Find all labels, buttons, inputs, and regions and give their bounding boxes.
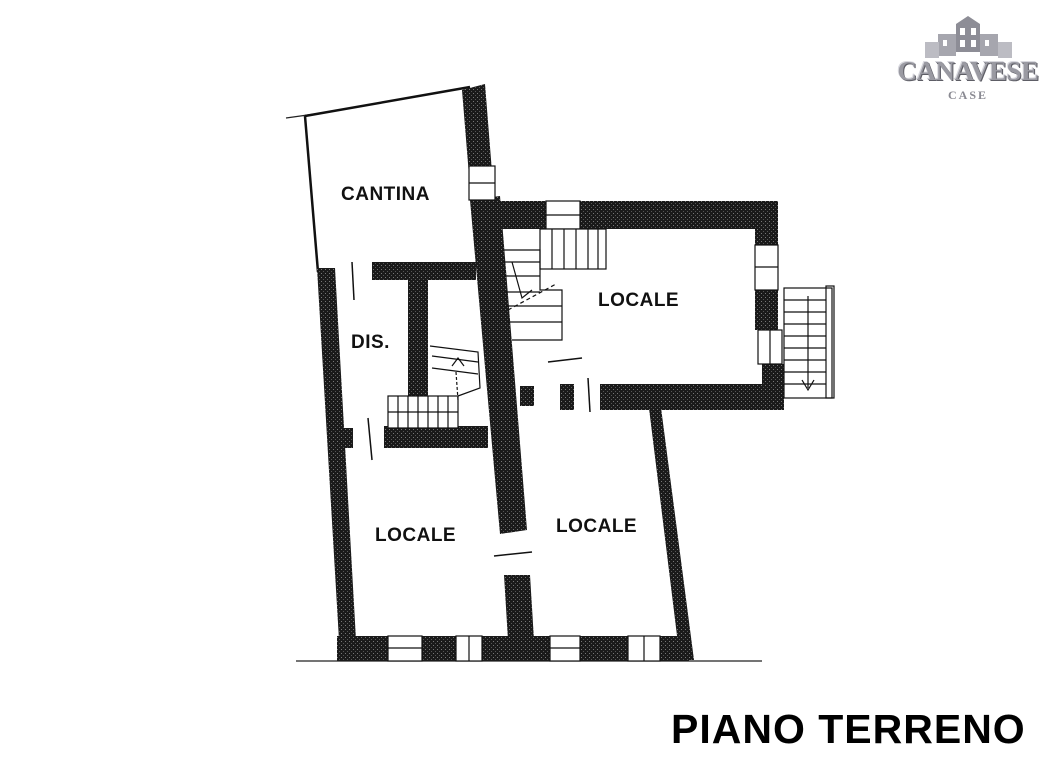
stair-external: [783, 285, 835, 399]
stair-dis: [387, 345, 481, 429]
door-marks: [351, 261, 591, 557]
brand-logo: CANAVESE CASE: [892, 14, 1044, 102]
windows: [387, 165, 783, 662]
room-label-locale-bottom-left: LOCALE: [375, 525, 457, 546]
room-label-locale-top-right: LOCALE: [598, 290, 680, 311]
stair-upper: [504, 228, 607, 341]
logo-building-icon: [925, 16, 1012, 58]
heavy-walls: [317, 84, 784, 661]
floor-title: PIANO TERRENO: [671, 706, 1026, 752]
room-label-cantina: CANTINA: [341, 184, 430, 205]
logo-sub: CASE: [947, 88, 988, 102]
logo-name: CANAVESE: [897, 56, 1039, 86]
room-label-locale-bottom-center: LOCALE: [556, 516, 638, 537]
room-label-dis: DIS.: [351, 332, 390, 353]
